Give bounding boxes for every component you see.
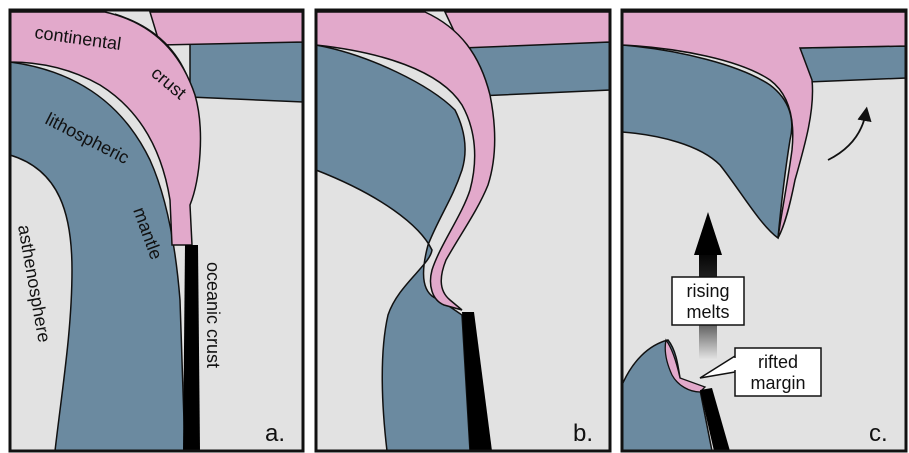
panel-a: continental crust lithospheric mantle as… [10, 10, 303, 451]
panel-c-oceanic-mantle [800, 46, 906, 82]
rifted-margin-line2: margin [750, 373, 805, 393]
panel-a-letter: a. [265, 420, 285, 447]
rising-melts-label: rising melts [672, 277, 744, 325]
panel-a-oceanic-mantle [190, 42, 303, 102]
panel-c-letter: c. [869, 420, 888, 447]
panel-b-oceanic-crust-top [445, 12, 610, 48]
panel-a-subducting-oceanic-crust [183, 245, 200, 451]
panel-b: b. [316, 10, 610, 451]
rifted-margin-line1: rifted [758, 352, 798, 372]
panel-c: rising melts rifted margin c. [622, 10, 906, 451]
panel-b-letter: b. [573, 420, 593, 447]
panel-a-oceanic-crust-top [150, 12, 303, 45]
rising-melts-line2: melts [686, 302, 729, 322]
rising-melts-line1: rising [686, 281, 729, 301]
label-oceanic-crust: oceanic crust [203, 262, 223, 368]
